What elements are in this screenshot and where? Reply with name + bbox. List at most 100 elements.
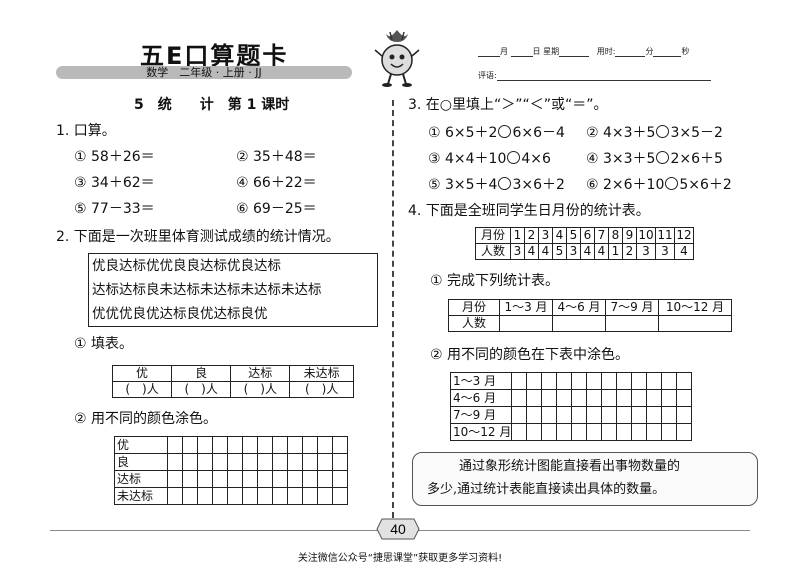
answer-circle[interactable]: [498, 177, 512, 190]
grid-cell[interactable]: [541, 389, 558, 407]
grid-cell[interactable]: [616, 423, 633, 441]
answer-circle[interactable]: [507, 151, 521, 164]
grid-cell[interactable]: [182, 470, 198, 488]
grid-cell[interactable]: [646, 372, 663, 390]
grid-cell[interactable]: [541, 406, 558, 424]
grid-cell[interactable]: [227, 487, 243, 505]
grid-cell[interactable]: [586, 423, 603, 441]
grid-cell[interactable]: [676, 389, 693, 407]
grid-cell[interactable]: [526, 372, 543, 390]
grid-cell[interactable]: [212, 436, 228, 454]
grid-cell[interactable]: [601, 389, 618, 407]
grid-cell[interactable]: [227, 453, 243, 471]
grid-cell[interactable]: [182, 436, 198, 454]
grid-cell[interactable]: [631, 389, 648, 407]
grid-cell[interactable]: [646, 423, 663, 441]
grid-cell[interactable]: [242, 436, 258, 454]
grid-cell[interactable]: [242, 487, 258, 505]
grid-cell[interactable]: [272, 453, 288, 471]
grid-cell[interactable]: [257, 436, 273, 454]
grid-cell[interactable]: [167, 453, 183, 471]
answer-circle[interactable]: [656, 151, 670, 164]
grid-cell[interactable]: [212, 487, 228, 505]
grid-cell[interactable]: [317, 453, 333, 471]
grid-cell[interactable]: [511, 406, 528, 424]
grid-cell[interactable]: [317, 470, 333, 488]
grid-cell[interactable]: [526, 423, 543, 441]
grid-cell[interactable]: [616, 406, 633, 424]
grid-cell[interactable]: [676, 423, 693, 441]
grid-cell[interactable]: [257, 487, 273, 505]
grid-cell[interactable]: [541, 372, 558, 390]
grid-cell[interactable]: [511, 389, 528, 407]
grid-cell[interactable]: [511, 372, 528, 390]
grid-cell[interactable]: [631, 423, 648, 441]
grid-cell[interactable]: [556, 406, 573, 424]
grid-cell[interactable]: [332, 470, 348, 488]
grid-cell[interactable]: [302, 470, 318, 488]
grid-cell[interactable]: [167, 487, 183, 505]
grid-cell[interactable]: [272, 470, 288, 488]
grid-cell[interactable]: [272, 436, 288, 454]
grid-cell[interactable]: [586, 406, 603, 424]
grid-cell[interactable]: [556, 389, 573, 407]
grid-cell[interactable]: [586, 389, 603, 407]
grid-cell[interactable]: [242, 453, 258, 471]
grid-cell[interactable]: [197, 470, 213, 488]
answer-cell[interactable]: [658, 315, 732, 332]
grid-cell[interactable]: [167, 436, 183, 454]
grid-cell[interactable]: [227, 470, 243, 488]
grid-cell[interactable]: [302, 453, 318, 471]
grid-cell[interactable]: [197, 436, 213, 454]
grid-cell[interactable]: [287, 487, 303, 505]
answer-cell[interactable]: [499, 315, 553, 332]
grid-cell[interactable]: [571, 406, 588, 424]
grid-cell[interactable]: [541, 423, 558, 441]
grid-cell[interactable]: [526, 389, 543, 407]
grid-cell[interactable]: [676, 406, 693, 424]
grid-cell[interactable]: [302, 487, 318, 505]
answer-circle[interactable]: [498, 125, 512, 138]
grid-cell[interactable]: [242, 470, 258, 488]
grid-cell[interactable]: [616, 372, 633, 390]
grid-cell[interactable]: [317, 436, 333, 454]
grid-cell[interactable]: [661, 406, 678, 424]
grid-cell[interactable]: [302, 436, 318, 454]
grid-cell[interactable]: [212, 470, 228, 488]
grid-cell[interactable]: [317, 487, 333, 505]
grid-cell[interactable]: [287, 470, 303, 488]
grid-cell[interactable]: [616, 389, 633, 407]
grid-cell[interactable]: [601, 423, 618, 441]
grid-cell[interactable]: [182, 453, 198, 471]
grid-cell[interactable]: [571, 372, 588, 390]
answer-circle[interactable]: [656, 125, 670, 138]
grid-cell[interactable]: [661, 389, 678, 407]
grid-cell[interactable]: [676, 372, 693, 390]
grid-cell[interactable]: [526, 406, 543, 424]
grid-cell[interactable]: [272, 487, 288, 505]
grid-cell[interactable]: [257, 453, 273, 471]
grid-cell[interactable]: [556, 423, 573, 441]
grid-cell[interactable]: [332, 453, 348, 471]
grid-cell[interactable]: [661, 372, 678, 390]
answer-cell[interactable]: [605, 315, 659, 332]
answer-cell[interactable]: ( )人: [111, 381, 173, 398]
grid-cell[interactable]: [646, 389, 663, 407]
grid-cell[interactable]: [511, 423, 528, 441]
grid-cell[interactable]: [332, 487, 348, 505]
answer-cell[interactable]: ( )人: [230, 381, 291, 398]
grid-cell[interactable]: [287, 453, 303, 471]
answer-cell[interactable]: [552, 315, 606, 332]
grid-cell[interactable]: [586, 372, 603, 390]
grid-cell[interactable]: [197, 487, 213, 505]
grid-cell[interactable]: [287, 436, 303, 454]
grid-cell[interactable]: [571, 389, 588, 407]
grid-cell[interactable]: [197, 453, 213, 471]
grid-cell[interactable]: [661, 423, 678, 441]
grid-cell[interactable]: [182, 487, 198, 505]
answer-cell[interactable]: ( )人: [289, 381, 354, 398]
grid-cell[interactable]: [631, 372, 648, 390]
grid-cell[interactable]: [332, 436, 348, 454]
grid-cell[interactable]: [571, 423, 588, 441]
grid-cell[interactable]: [556, 372, 573, 390]
